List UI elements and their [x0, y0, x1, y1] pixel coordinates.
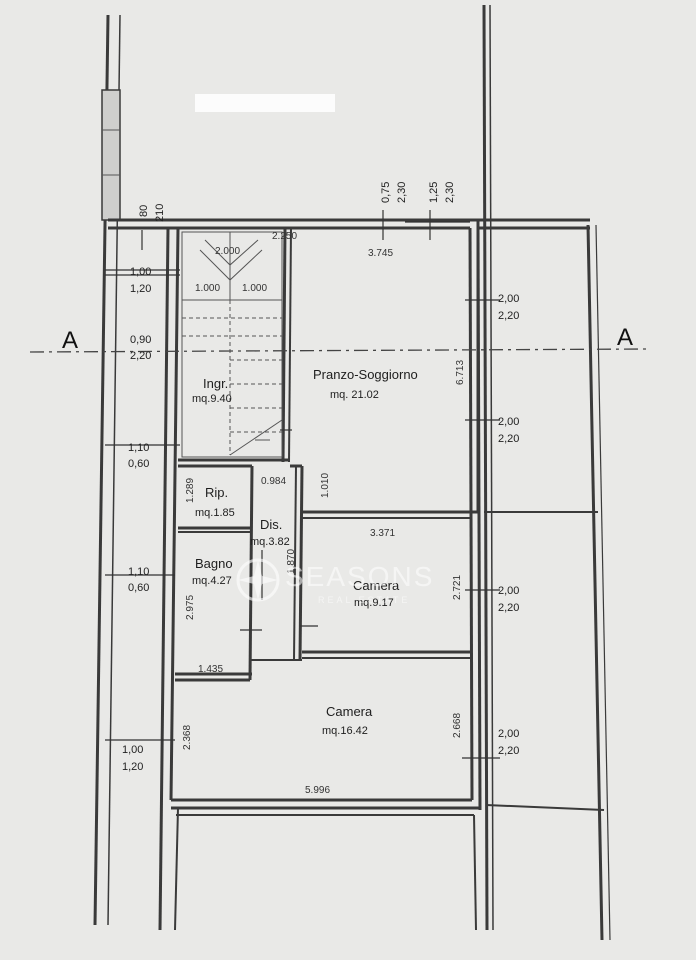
dim-camera-large-right: 2.668	[452, 713, 463, 738]
section-label-right: A	[617, 324, 633, 351]
dim-dis-height: 1.870	[286, 549, 297, 574]
opening-right-2-width: 2,00	[498, 416, 519, 428]
room-name-ingresso: Ingr.	[203, 376, 228, 391]
opening-top-mid2-width: 1,25	[428, 182, 440, 203]
room-area-camera-large: mq.16.42	[322, 725, 368, 737]
opening-top-left-width: 80	[138, 205, 150, 217]
opening-top-left-height: 210	[154, 204, 166, 222]
dim-camera-large-left: 2.368	[182, 725, 193, 750]
interior-walls	[175, 227, 470, 682]
room-area-bagno: mq.4.27	[192, 575, 232, 587]
room-name-camera-large: Camera	[326, 704, 373, 719]
dim-bagno-width: 1.435	[198, 664, 223, 675]
dimension-labels: 2.000 1.000 1.000 2.250 3.745 6.713 1.28…	[182, 231, 466, 796]
room-labels: Ingr. mq.9.40 Pranzo-Soggiorno mq. 21.02…	[192, 367, 418, 737]
room-name-camera-small: Camera	[353, 578, 400, 593]
section-line: A A	[29, 324, 651, 354]
opening-labels: 80 210 0,75 2,30 1,25 2,30 1,00 1,20 0,9…	[122, 182, 519, 773]
dim-camera-small-height: 2.721	[452, 575, 463, 600]
dim-dis-width: 0.984	[261, 476, 286, 487]
watermark-tagline: REAL ESTATE	[318, 595, 410, 605]
dim-pranzo-step: 1.010	[320, 473, 331, 498]
opening-left-4-width: 1,10	[128, 566, 149, 578]
redacted-label	[195, 94, 335, 112]
opening-left-5-width: 1,00	[122, 744, 143, 756]
opening-right-1-height: 2,20	[498, 310, 519, 322]
dim-stair-width: 2.000	[215, 246, 240, 257]
room-name-ripostiglio: Rip.	[205, 485, 228, 500]
dim-camera-large-width: 5.996	[305, 785, 330, 796]
dim-rip-height: 1.289	[185, 478, 196, 503]
staircase	[181, 231, 283, 458]
dim-stair-right: 1.000	[242, 283, 267, 294]
room-name-disimpegno: Dis.	[260, 517, 282, 532]
opening-left-2-width: 0,90	[130, 334, 151, 346]
opening-left-1-height: 1,20	[130, 283, 151, 295]
opening-right-4-height: 2,20	[498, 745, 519, 757]
opening-left-3-height: 0,60	[128, 458, 149, 470]
opening-right-1-width: 2,00	[498, 293, 519, 305]
opening-left-5-height: 1,20	[122, 761, 143, 773]
dim-top-wall: 2.250	[272, 231, 297, 242]
room-name-pranzo: Pranzo-Soggiorno	[313, 367, 418, 382]
watermark-brand: SEASONS	[285, 561, 434, 592]
opening-markers	[105, 210, 500, 759]
room-name-bagno: Bagno	[195, 556, 233, 571]
building-walls	[108, 218, 605, 931]
opening-left-2-height: 2,20	[130, 350, 151, 362]
room-area-ripostiglio: mq.1.85	[195, 507, 235, 519]
opening-right-3-width: 2,00	[498, 585, 519, 597]
room-area-ingresso: mq.9.40	[192, 393, 232, 405]
opening-left-4-height: 0,60	[128, 582, 149, 594]
opening-right-3-height: 2,20	[498, 602, 519, 614]
dim-camera-small-width: 3.371	[370, 528, 395, 539]
section-label-left: A	[62, 327, 78, 354]
dim-bagno-height: 2.975	[185, 595, 196, 620]
room-area-camera-small: mq.9.17	[354, 597, 394, 609]
watermark: SEASONS REAL ESTATE	[236, 558, 434, 605]
left-pillar	[101, 89, 121, 221]
opening-top-mid1-height: 2,30	[396, 182, 408, 203]
dim-living-right: 6.713	[455, 360, 466, 385]
opening-left-3-width: 1,10	[128, 442, 149, 454]
opening-top-mid2-height: 2,30	[444, 182, 456, 203]
room-area-pranzo: mq. 21.02	[330, 389, 379, 401]
opening-right-2-height: 2,20	[498, 433, 519, 445]
dim-stair-left: 1.000	[195, 283, 220, 294]
opening-right-4-width: 2,00	[498, 728, 519, 740]
dim-living-top: 3.745	[368, 248, 393, 259]
opening-top-mid1-width: 0,75	[380, 182, 392, 203]
opening-left-1-width: 1,00	[130, 266, 151, 278]
room-area-disimpegno: mq.3.82	[250, 536, 290, 548]
